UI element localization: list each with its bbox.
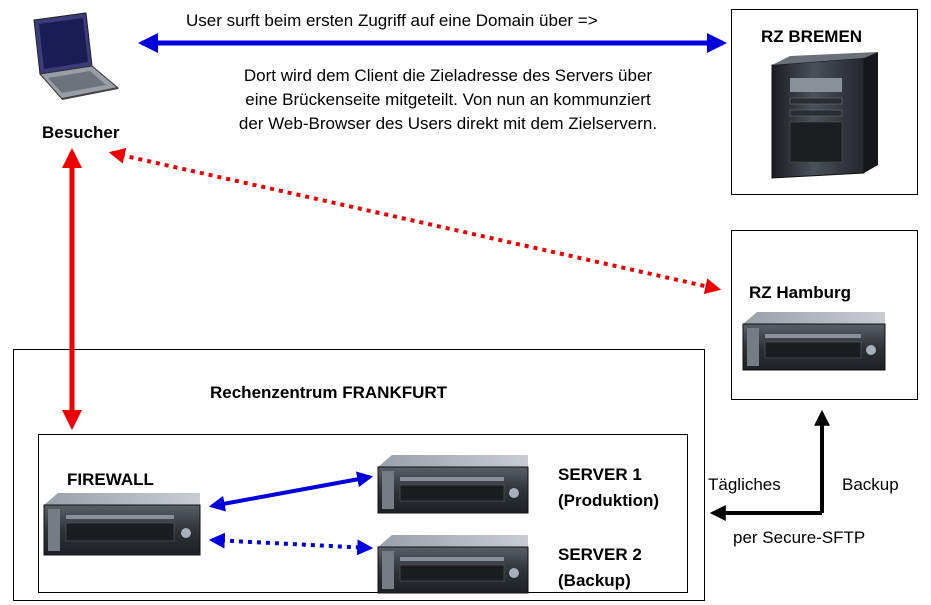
arrow-visitor-hamburg [108,147,722,295]
description-line-1: Dort wird dem Client die Zieladresse des… [243,66,653,85]
server2-name: SERVER 2 [558,545,642,564]
rz-bremen-title: RZ BREMEN [761,27,863,46]
rack-server-icon [43,493,201,556]
backup-arrow [709,409,830,521]
tower-server-icon [771,52,878,179]
arrow-firewall-server2 [208,532,374,556]
rack-server-icon [377,535,529,594]
datacenter-frankfurt-box [13,349,705,601]
rz-bremen-box [731,9,918,195]
server1-label: SERVER 1 (Produktion) [558,462,659,514]
server2-label: SERVER 2 (Backup) [558,542,642,594]
backup-sftp-text: per Secure-SFTP [733,528,866,547]
datacenter-title: Rechenzentrum FRANKFURT [210,383,448,402]
rz-hamburg-title: RZ Hamburg [749,283,851,302]
server-room-box [38,434,688,593]
backup-daily-text: Tägliches [708,475,781,494]
description-line-3: der Web-Browser des Users direkt mit dem… [238,114,658,133]
server2-role: (Backup) [558,571,631,590]
description-text: Dort wird dem Client die Zieladresse des… [168,64,728,136]
rack-server-icon [742,312,886,371]
top-arrow-text: User surft beim ersten Zugriff auf eine … [186,11,598,30]
server1-role: (Produktion) [558,491,660,510]
description-line-2: eine Brückenseite mitgeteilt. Von nun an… [245,90,651,109]
visitor-label: Besucher [42,123,120,142]
firewall-label: FIREWALL [67,470,154,489]
rack-server-icon [377,455,529,514]
laptop-icon [33,12,120,100]
rz-hamburg-box [731,230,918,400]
arrow-firewall-server1 [208,471,374,512]
server1-name: SERVER 1 [558,465,642,484]
backup-text: Backup [842,475,899,494]
